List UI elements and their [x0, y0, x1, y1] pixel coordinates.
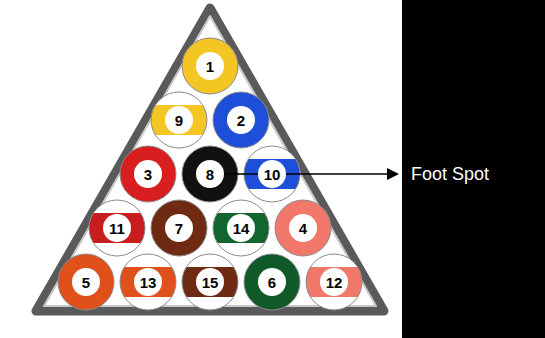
number-disc: 4	[289, 214, 317, 242]
pool-ball: 7	[150, 199, 208, 257]
ball-number: 10	[264, 167, 281, 182]
ball-number: 9	[175, 113, 183, 128]
ball-number: 12	[326, 275, 343, 290]
number-disc: 11	[103, 214, 131, 242]
number-disc: 8	[196, 160, 224, 188]
ball-number: 14	[233, 221, 250, 236]
ball-number: 4	[299, 221, 307, 236]
number-disc: 3	[134, 160, 162, 188]
number-disc: 15	[196, 268, 224, 296]
ball-number: 1	[206, 59, 214, 74]
pool-ball: 6	[243, 253, 301, 311]
number-disc: 1	[196, 52, 224, 80]
arrowhead	[387, 168, 399, 180]
number-disc: 7	[165, 214, 193, 242]
number-disc: 5	[72, 268, 100, 296]
ball-number: 2	[237, 113, 245, 128]
number-disc: 10	[258, 160, 286, 188]
pool-ball: 9	[150, 91, 208, 149]
pool-ball: 1	[181, 37, 239, 95]
pool-ball: 2	[212, 91, 270, 149]
ball-number: 7	[175, 221, 183, 236]
leader-line	[210, 173, 390, 175]
pool-ball: 12	[305, 253, 363, 311]
pool-ball: 4	[274, 199, 332, 257]
ball-number: 15	[202, 275, 219, 290]
number-disc: 9	[165, 106, 193, 134]
ball-number: 3	[144, 167, 152, 182]
rack-frame	[36, 8, 384, 311]
pool-ball: 14	[212, 199, 270, 257]
pool-ball: 3	[119, 145, 177, 203]
ball-number: 8	[206, 167, 214, 182]
number-disc: 6	[258, 268, 286, 296]
number-disc: 2	[227, 106, 255, 134]
callout-label: Foot Spot	[411, 164, 489, 185]
ball-number: 6	[268, 275, 276, 290]
number-disc: 13	[134, 268, 162, 296]
ball-number: 11	[109, 221, 125, 236]
pool-ball: 15	[181, 253, 239, 311]
pool-ball: 13	[119, 253, 177, 311]
number-disc: 14	[227, 214, 255, 242]
number-disc: 12	[320, 268, 348, 296]
pool-ball: 11	[88, 199, 146, 257]
ball-number: 5	[82, 275, 90, 290]
ball-number: 13	[140, 275, 157, 290]
pool-ball: 5	[57, 253, 115, 311]
